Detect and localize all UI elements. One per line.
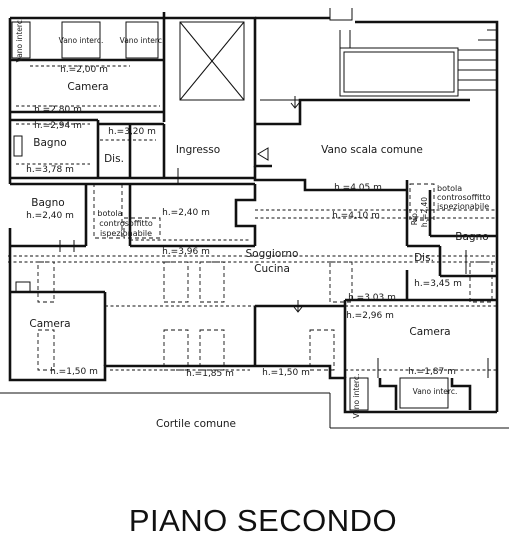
middle-left-rooms	[10, 182, 257, 366]
label-h-296: h.=2,96 m	[346, 311, 394, 321]
label-h-320: h.=3,20 m	[108, 127, 156, 137]
label-vano-scala: Vano scala comune	[321, 144, 423, 156]
label-camera-right: Camera	[409, 326, 450, 338]
label-ingresso: Ingresso	[176, 144, 220, 156]
label-h-303: h.=3,03 m	[348, 293, 396, 303]
vent-shaft	[162, 12, 245, 122]
label-botola-left-2: controsoffitto	[99, 219, 153, 228]
label-bagno-right: Bagno	[455, 231, 488, 243]
label-h-345: h.=3,45 m	[414, 279, 462, 289]
label-dis-right: Dis.	[414, 252, 434, 264]
label-h-396: h.=3,96 m	[162, 247, 210, 257]
label-h-185: h.=1,85 m	[186, 369, 234, 379]
labels: Vano interc. Vano interc. Vano interc. h…	[15, 18, 491, 538]
right-rooms	[253, 180, 497, 411]
label-rip: Rip.	[410, 211, 419, 225]
stairwell	[253, 8, 499, 192]
label-vano-interc-3: Vano interc.	[120, 36, 165, 45]
label-botola-right-3: ispezionabile	[437, 202, 489, 211]
label-h-150-left: h.=1,50 m	[50, 367, 98, 377]
label-botola-right-2: controsoffitto	[437, 193, 491, 202]
label-h-187: h.=1,87 m	[408, 367, 456, 377]
label-h-410: h.=4,10 m	[332, 211, 380, 221]
plan-title: PIANO SECONDO	[129, 503, 397, 538]
label-h-294: h.=2,94 m	[34, 121, 82, 131]
label-vano-interc-1: Vano interc.	[15, 18, 24, 63]
label-camera-top: Camera	[67, 81, 108, 93]
label-dis-top: Dis.	[104, 153, 124, 165]
label-cucina: Cucina	[254, 263, 290, 275]
label-h-240-rip: h.=2,40	[420, 197, 429, 227]
label-camera-left: Camera	[29, 318, 70, 330]
label-bagno-left: Bagno	[31, 197, 64, 209]
label-vano-interc-5: Vano interc.	[413, 387, 458, 396]
label-botola-left-1: botola	[97, 209, 122, 218]
label-h-280: h.=2,80 m	[34, 105, 82, 115]
beams	[8, 209, 497, 371]
label-h-378: h.=3,78 m	[26, 165, 74, 175]
label-botola-right-1: botola	[437, 184, 462, 193]
label-h-405: h.=4,05 m	[334, 183, 382, 193]
label-h-200: h.=2,00 m	[60, 65, 108, 75]
label-cortile: Cortile comune	[156, 418, 236, 430]
label-soggiorno: Soggiorno	[246, 248, 299, 260]
label-botola-left-3: ispezionabile	[100, 229, 152, 238]
label-h-240-bagno: h.=2,40 m	[26, 211, 74, 221]
label-vano-interc-2: Vano interc.	[59, 36, 104, 45]
label-h-240-centre: h.=2,40 m	[162, 208, 210, 218]
top-left-rooms	[10, 21, 255, 184]
label-h-150-mid: h.=1,50 m	[262, 368, 310, 378]
label-bagno-top: Bagno	[33, 137, 66, 149]
label-vano-interc-4: Vano interc.	[352, 374, 361, 419]
